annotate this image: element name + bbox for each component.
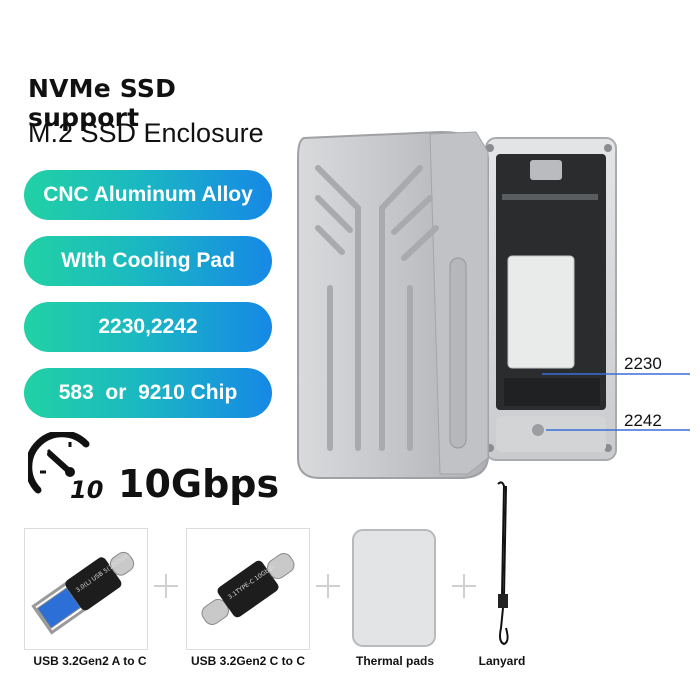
cooling-pad [507,255,575,369]
accessory-label-c-to-c: USB 3.2Gen2 C to C [190,654,306,668]
gauge-number: 10 [70,476,103,504]
accessory-label-lanyard: Lanyard [478,654,526,668]
thermal-pad-icon [352,529,436,647]
accessory-label-a-to-c: USB 3.2Gen2 A to C [33,654,147,668]
feature-badge-material: CNC Aluminum Alloy [24,170,272,220]
accessory-usb-a-to-c: 3.0(L) USB 5(10Gbps) [24,528,148,650]
plus-icon [148,568,184,604]
plus-icon [446,568,482,604]
usb-a-to-c-adapter-icon: 3.0(L) USB 5(10Gbps) [31,551,135,635]
accessory-usb-c-to-c: 3.1TYPE-C 10Gbps [186,528,310,650]
usb-c-to-c-adapter-icon: 3.1TYPE-C 10Gbps [201,553,295,625]
plus-icon [310,568,346,604]
lanyard-icon [482,478,522,653]
feature-badge-chip: 583 or 9210 Chip [24,368,272,418]
ssd-enclosure-image [290,128,692,490]
feature-badge-sizes: 2230,2242 [24,302,272,352]
headline: NVMe SSD support [28,74,177,132]
callout-label-2242: 2242 [624,411,662,430]
product-subtitle: M.2 SSD Enclosure [28,118,264,148]
feature-badge-cooling: WIth Cooling Pad [24,236,272,286]
accessory-thermal-pads [345,528,445,648]
accessory-label-thermal-pads: Thermal pads [355,654,435,668]
speedometer-icon: 10 [25,430,112,506]
speed-label: 10Gbps [118,462,280,506]
callout-label-2230: 2230 [624,354,662,373]
